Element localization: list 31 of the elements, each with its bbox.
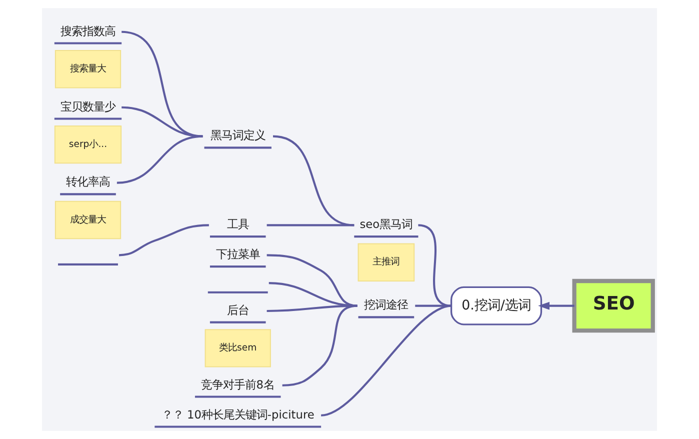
node-box: 成交量大 <box>54 200 122 240</box>
node-text: 黑马词定义 <box>210 128 266 142</box>
node-text: 竞争对手前8名 <box>201 377 274 392</box>
node-text: ？？ 10种长尾关键词-piciture <box>161 407 314 422</box>
node-box: 搜索量大 <box>54 50 122 88</box>
arrow <box>538 302 574 310</box>
connector <box>268 282 358 307</box>
node-text: 挖词途径 <box>364 298 408 312</box>
node-text: seo黑马词 <box>360 217 413 232</box>
connector <box>118 224 209 256</box>
node-line <box>58 263 118 266</box>
node-text: 工具 <box>226 217 249 232</box>
connector <box>121 30 203 138</box>
connector <box>418 224 452 307</box>
connector <box>282 304 358 386</box>
node-text: 搜索指数高 <box>60 24 116 38</box>
node-box: 0.挖词/选词 <box>450 286 542 326</box>
node-box: serp小... <box>54 125 122 164</box>
node-line <box>208 291 268 294</box>
node-box: 类比sem <box>204 329 271 368</box>
node-box: SEO <box>572 278 655 333</box>
connector <box>122 106 203 138</box>
node-text: 后台 <box>226 302 249 317</box>
node-text: 下拉菜单 <box>216 247 260 262</box>
connector <box>266 224 354 226</box>
node-text: 转化率高 <box>66 174 110 189</box>
connector <box>320 304 452 416</box>
node-text: 宝贝数量少 <box>60 99 116 114</box>
connector <box>116 135 203 184</box>
connector <box>266 254 358 307</box>
node-box: 主推词 <box>358 243 415 282</box>
